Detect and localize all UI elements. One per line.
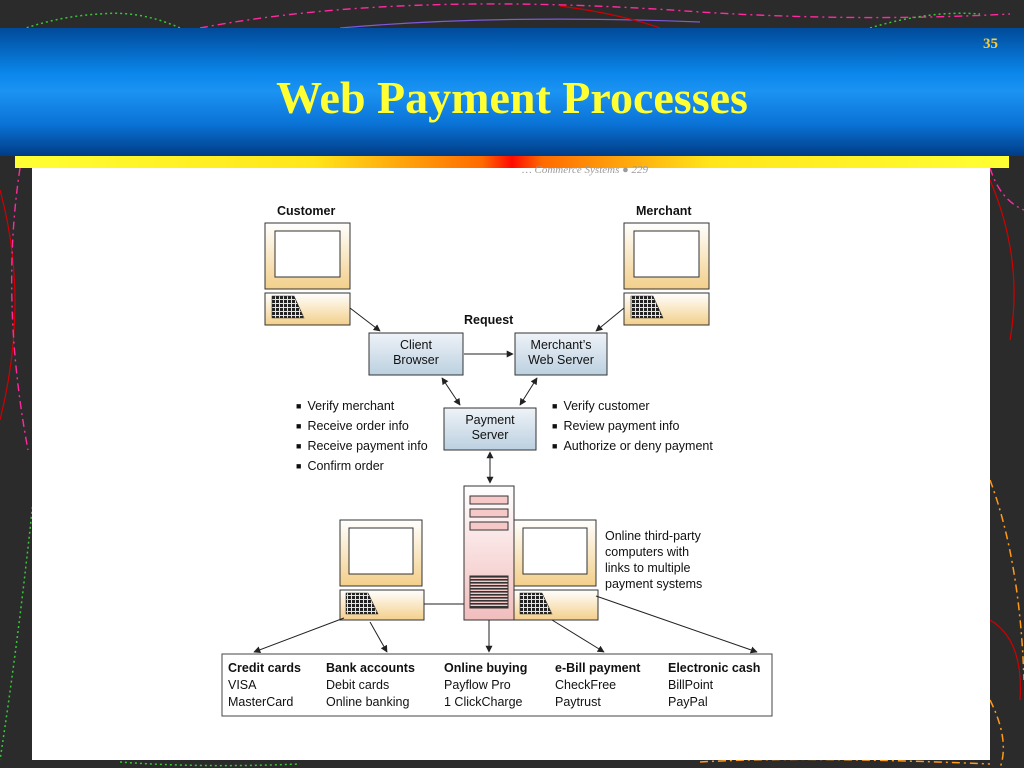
payment-flow-diagram [221, 222, 773, 717]
payment-system-bank-accounts: Bank accounts Debit cards Online banking [326, 660, 415, 711]
payment-server-box [443, 407, 537, 451]
merchant-label: Merchant [636, 204, 692, 218]
payment-system-ebill-payment: e-Bill payment CheckFree Paytrust [555, 660, 640, 711]
client-browser-box [368, 332, 464, 376]
payment-server-line-1: Payment [465, 413, 515, 427]
payment-system-credit-cards: Credit cards VISA MasterCard [228, 660, 301, 711]
merchant-server-box [514, 332, 608, 376]
payment-server-text: Payment Server [444, 413, 536, 443]
note-line: computers with [605, 545, 690, 559]
payment-system-item: MasterCard [228, 695, 294, 709]
payment-server-line-2: Server [471, 428, 509, 442]
bullet-item: Authorize or deny payment [552, 437, 712, 457]
arrow-to-bank-accounts [369, 621, 388, 653]
payment-system-item: VISA [228, 678, 257, 692]
bullet-item: Receive payment info [296, 437, 427, 457]
payment-system-item: Debit cards [326, 678, 390, 692]
slide-number: 35 [983, 36, 998, 52]
note-line: payment systems [605, 577, 703, 591]
customer-label: Customer [277, 204, 336, 218]
payment-system-item: Payflow Pro [444, 678, 511, 692]
third-party-computer-right-icon [513, 519, 599, 621]
note-line: links to multiple [605, 561, 691, 575]
payment-system-item: CheckFree [555, 678, 617, 692]
bullet-item: Receive order info [296, 417, 428, 437]
customer-side-bullets: Verify customer Review payment info Auth… [552, 397, 713, 457]
arrow-to-credit-cards [253, 617, 345, 654]
payment-system-heading: Credit cards [228, 661, 301, 675]
scan-header-fragment: … Commerce Systems ● 229 [522, 164, 648, 176]
payment-system-heading: Electronic cash [668, 661, 761, 675]
bullet-item: Verify customer [552, 397, 713, 417]
note-line: Online third-party [605, 529, 701, 543]
payment-system-electronic-cash: Electronic cash BillPoint PayPal [668, 660, 760, 711]
arrow-customer-to-browser [349, 307, 381, 332]
merchant-side-bullets: Verify merchant Receive order info Recei… [296, 397, 428, 477]
bullet-item: Review payment info [552, 417, 713, 437]
title-banner: 35 [0, 28, 1024, 156]
third-party-note: Online third-party computers with links … [605, 528, 702, 592]
payment-system-item: Online banking [326, 695, 410, 709]
third-party-server-tower-icon [463, 485, 515, 621]
diagram-panel: … Commerce Systems ● 229 [32, 164, 990, 760]
slide-title: Web Payment Processes [276, 72, 748, 123]
arrow-to-electronic-cash [595, 595, 758, 654]
bullet-item: Confirm order [296, 457, 428, 477]
client-browser-line-2: Browser [393, 353, 439, 367]
client-browser-line-1: Client [400, 338, 432, 352]
payment-system-online-buying: Online buying Payflow Pro 1 ClickCharge [444, 660, 527, 711]
request-label: Request [464, 313, 514, 327]
payment-system-item: PayPal [668, 695, 708, 709]
payment-system-item: Paytrust [555, 695, 601, 709]
merchant-computer-icon [623, 222, 710, 326]
arrow-merchant-server-payment-server [519, 377, 538, 406]
title-underline [15, 156, 1009, 168]
payment-system-heading: Online buying [444, 661, 528, 675]
merchant-server-line-2: Web Server [528, 353, 594, 367]
payment-system-item: BillPoint [668, 678, 714, 692]
merchant-server-text: Merchant’s Web Server [515, 338, 607, 368]
payment-systems-table [221, 653, 773, 717]
payment-system-item: 1 ClickCharge [444, 695, 523, 709]
payment-system-heading: Bank accounts [326, 661, 415, 675]
third-party-computer-left-icon [339, 519, 425, 621]
arrow-to-ebill-payment [551, 619, 605, 653]
arrow-browser-payment-server [441, 377, 461, 406]
customer-computer-icon [264, 222, 351, 326]
bullet-item: Verify merchant [296, 397, 428, 417]
payment-system-heading: e-Bill payment [555, 661, 641, 675]
merchant-server-line-1: Merchant’s [530, 338, 592, 352]
arrow-merchant-to-server [595, 307, 625, 332]
client-browser-text: Client Browser [369, 338, 463, 368]
